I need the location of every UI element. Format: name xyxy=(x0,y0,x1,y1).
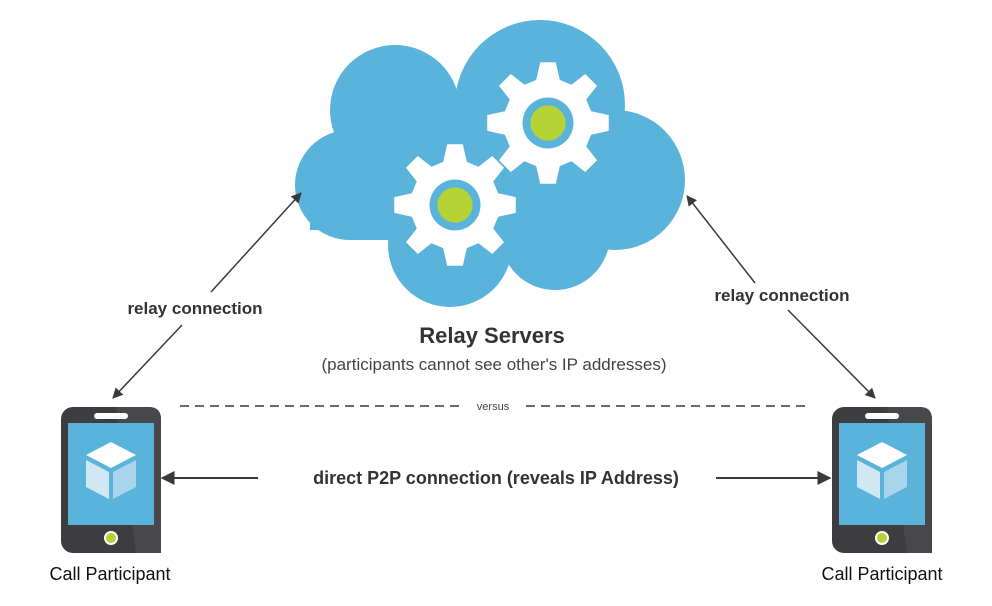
relay-label-right: relay connection xyxy=(714,286,849,305)
cloud-subtitle: (participants cannot see other's IP addr… xyxy=(321,355,666,374)
relay-line-left-upper xyxy=(210,192,302,293)
relay-label-left: relay connection xyxy=(127,299,262,318)
participant-left: Call Participant xyxy=(49,407,171,584)
gear-icon-large xyxy=(487,62,609,184)
smartphone-icon xyxy=(61,407,161,553)
divider-label: versus xyxy=(477,401,510,413)
p2p-label: direct P2P connection (reveals IP Addres… xyxy=(313,468,679,488)
gear-icon-small xyxy=(394,144,516,266)
participant-label: Call Participant xyxy=(821,564,942,584)
cloud-title: Relay Servers xyxy=(419,323,565,348)
relay-line-right-lower xyxy=(787,309,876,399)
relay-servers-cloud xyxy=(295,20,685,307)
relay-line-left-lower xyxy=(112,324,183,399)
smartphone-icon xyxy=(832,407,932,553)
relay-line-right-upper xyxy=(686,195,756,284)
participant-right: Call Participant xyxy=(821,407,943,584)
participant-label: Call Participant xyxy=(49,564,170,584)
